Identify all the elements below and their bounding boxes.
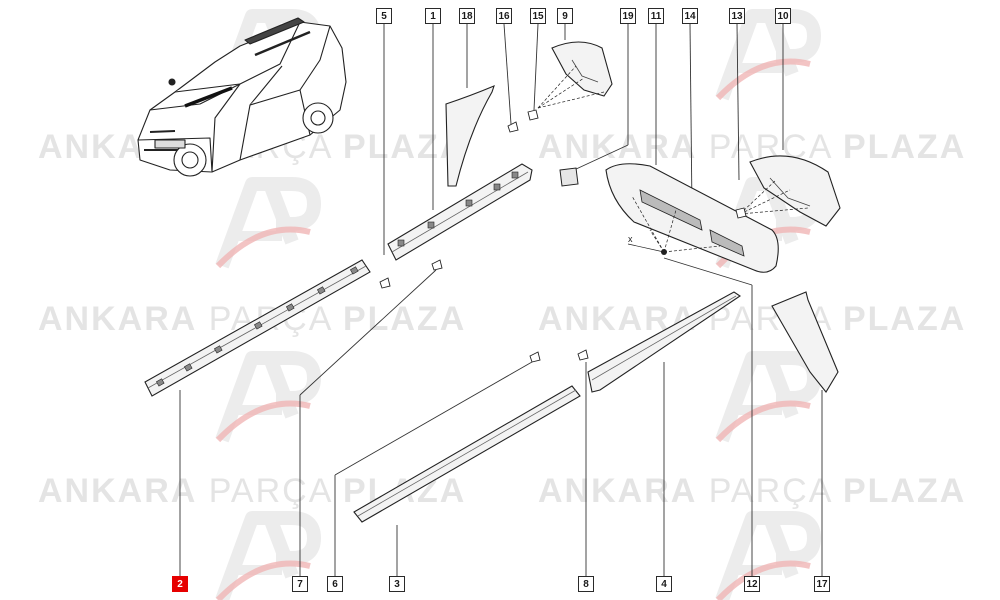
car-overview: [137, 17, 347, 177]
part-11-panel: [605, 163, 779, 273]
callout-10[interactable]: 10: [775, 8, 791, 24]
part-17-pillar-trim: [771, 291, 839, 393]
callout-15[interactable]: 15: [530, 8, 546, 24]
callout-8[interactable]: 8: [578, 576, 594, 592]
callout-19[interactable]: 19: [620, 8, 636, 24]
callout-13[interactable]: 13: [729, 8, 745, 24]
part-2-moulding: [144, 259, 371, 397]
part-10-cap: [735, 155, 841, 227]
part-18-pillar-trim: [445, 85, 495, 187]
callout-4[interactable]: 4: [656, 576, 672, 592]
reference-mark-label: x: [628, 234, 633, 244]
part-19-insert: [559, 167, 579, 187]
clips: [379, 109, 589, 363]
callout-14[interactable]: 14: [682, 8, 698, 24]
callout-16[interactable]: 16: [496, 8, 512, 24]
callout-3[interactable]: 3: [389, 576, 405, 592]
callout-7[interactable]: 7: [292, 576, 308, 592]
watermark-text: ANKARA PARÇA PLAZA: [38, 472, 464, 510]
callout-2-selected[interactable]: 2: [172, 576, 188, 592]
part-1-moulding: [387, 163, 533, 261]
callout-11[interactable]: 11: [648, 8, 664, 24]
callout-5[interactable]: 5: [376, 8, 392, 24]
callout-18[interactable]: 18: [459, 8, 475, 24]
callout-6[interactable]: 6: [327, 576, 343, 592]
part-3-sill: [353, 385, 581, 523]
callout-17[interactable]: 17: [814, 576, 830, 592]
callout-12[interactable]: 12: [744, 576, 760, 592]
leader-lines: [179, 23, 823, 578]
part-9-cap: [537, 41, 613, 109]
watermark-text: ANKARA PARÇA PLAZA: [538, 472, 967, 510]
part-4-moulding: [587, 291, 741, 393]
callout-9[interactable]: 9: [557, 8, 573, 24]
callout-1[interactable]: 1: [425, 8, 441, 24]
